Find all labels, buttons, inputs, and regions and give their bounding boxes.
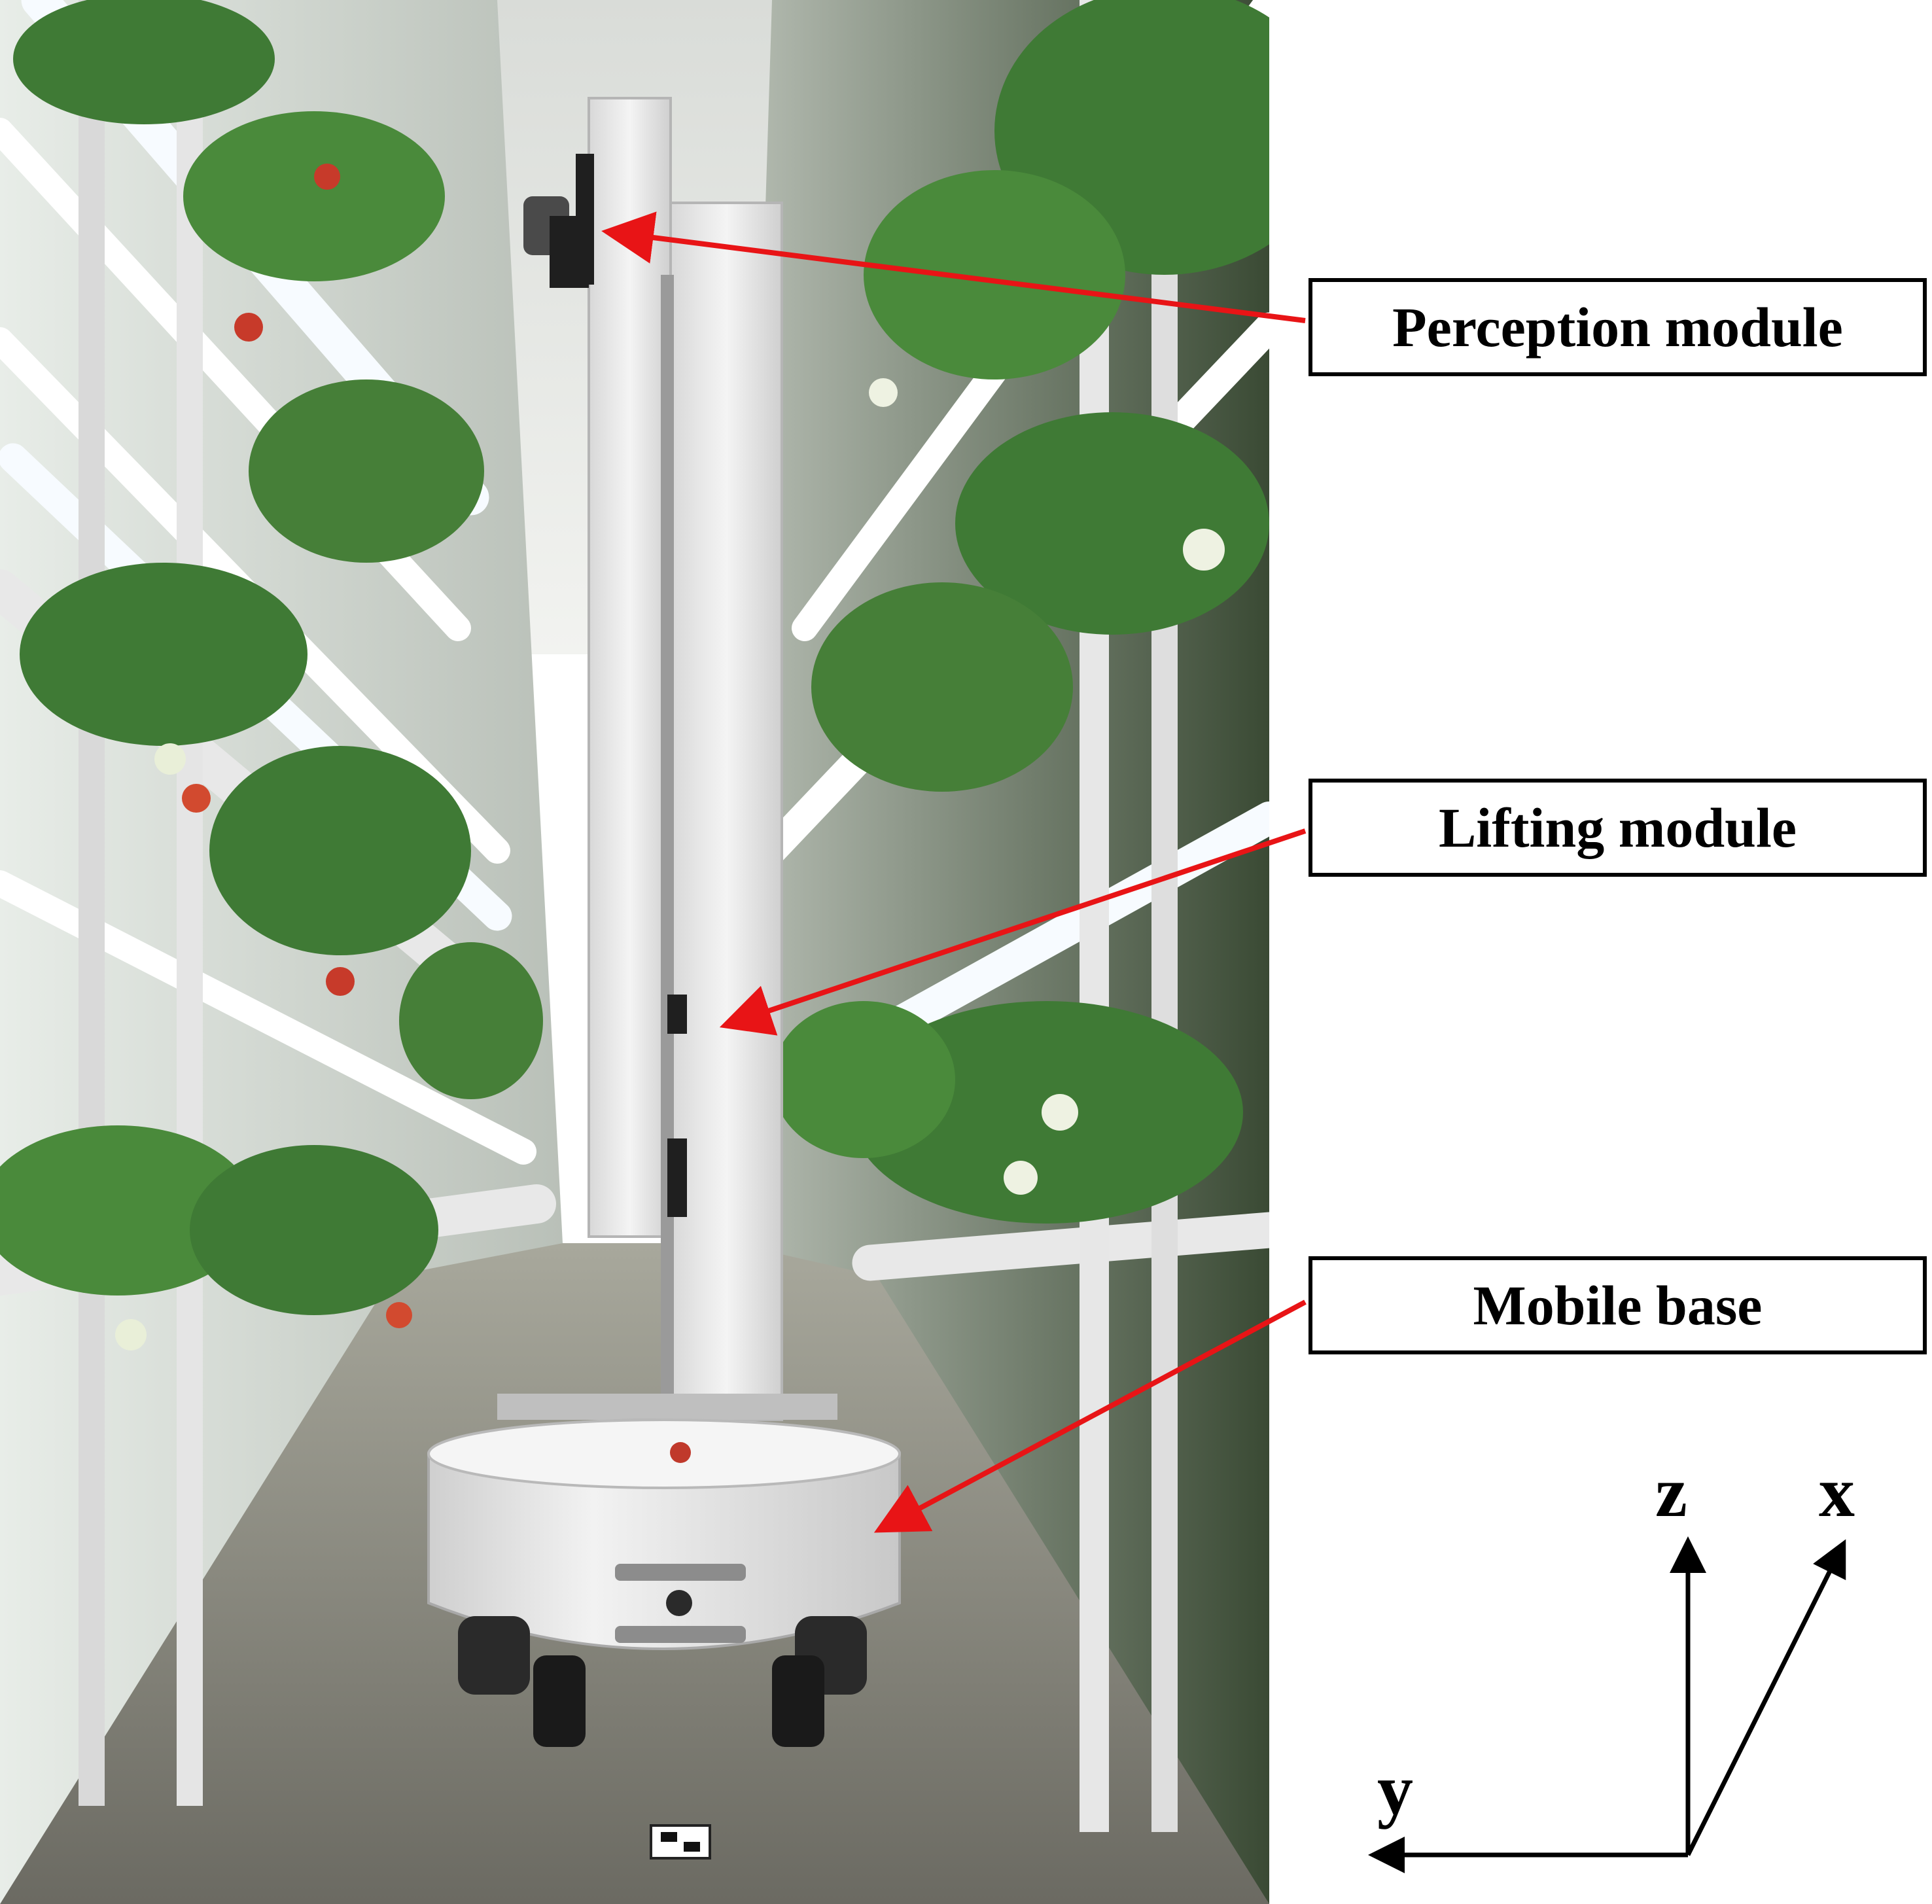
coordinate-axes	[1368, 1536, 1846, 1873]
x-axis-arrow	[1685, 1539, 1846, 1856]
mobile-base-arrow	[873, 1299, 1307, 1533]
x-axis-label: x	[1819, 1452, 1855, 1532]
robot	[427, 97, 901, 1747]
z-axis-label: z	[1655, 1452, 1687, 1532]
right-rack	[757, 0, 1269, 1832]
greenhouse-photo	[0, 0, 1269, 1904]
lifting-arrow	[719, 828, 1307, 1036]
mobile-base-label: Mobile base	[1308, 1256, 1927, 1354]
fiducial-marker	[650, 1824, 711, 1860]
left-rack	[0, 0, 556, 1806]
perception-module-label: Perception module	[1308, 278, 1927, 376]
y-axis-label: y	[1377, 1750, 1413, 1829]
lifting-module-label: Lifting module	[1308, 779, 1927, 877]
perception-arrow	[601, 211, 1306, 323]
